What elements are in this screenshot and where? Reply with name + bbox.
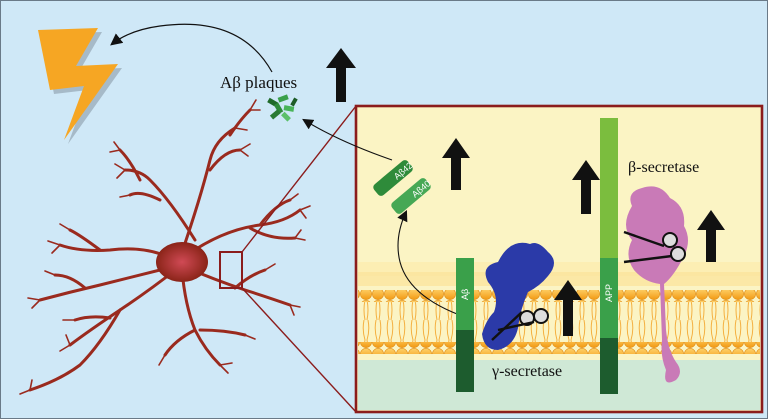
- up-arrow-icon: [572, 160, 600, 214]
- zoom-line-top: [241, 105, 357, 253]
- ab-rod: Aβ: [456, 258, 474, 392]
- arrow-peptides-to-plaques: [302, 118, 393, 161]
- arrow-cleavage-to-peptides: [397, 210, 475, 321]
- zoom-line-bottom: [241, 287, 357, 413]
- up-arrow-icon: [554, 280, 582, 336]
- zoom-region-box: [219, 251, 243, 289]
- lightning-bolt-icon: [38, 28, 122, 144]
- plaque-icon: [267, 94, 298, 122]
- up-arrow-icon: [326, 48, 356, 102]
- neuron-icon: [19, 99, 311, 395]
- up-arrow-icon: [697, 210, 725, 262]
- gamma-secretase-enzyme: [482, 242, 554, 350]
- beta-secretase-label: β-secretase: [628, 159, 699, 176]
- gamma-secretase-label: γ-secretase: [491, 363, 562, 380]
- plaques-label: Aβ plaques: [220, 73, 297, 92]
- inset-panel: Aβ42 Aβ40 Aβ γ-secretase: [354, 104, 764, 414]
- svg-text:Aβ: Aβ: [460, 289, 470, 300]
- lipid-bilayer: [358, 262, 760, 354]
- up-arrow-icon: [442, 138, 470, 190]
- scissors-icon: [623, 230, 686, 264]
- app-rod: APP: [600, 118, 618, 394]
- scissors-icon: [491, 308, 549, 341]
- svg-text:APP: APP: [604, 284, 614, 302]
- arrow-plaques-to-damage: [110, 23, 273, 73]
